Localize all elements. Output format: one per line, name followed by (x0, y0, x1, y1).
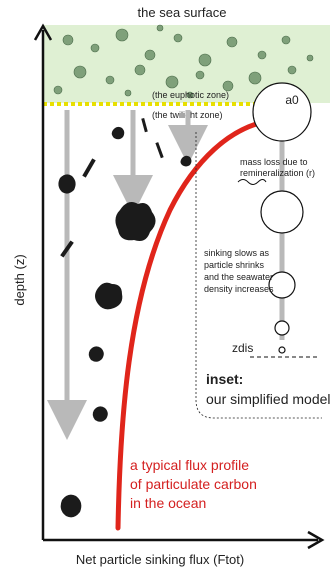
particle-smaller (268, 271, 296, 299)
sea-surface-label: the sea surface (138, 5, 227, 20)
flux-profile-curve (115, 118, 271, 531)
particle-smallest (278, 346, 286, 354)
sinking-label-2: particle shrinks (204, 260, 265, 270)
fecal-pellet (60, 240, 74, 258)
particle-small (274, 320, 290, 336)
a0-label: a0 (285, 93, 299, 107)
sinking-label-4: density increases (204, 284, 274, 294)
x-axis-label: Net particle sinking flux (Ftot) (76, 552, 244, 567)
mass-loss-label-1: mass loss due to (240, 157, 308, 167)
particle-shrinking (260, 190, 304, 234)
aggregate (88, 346, 104, 362)
aggregate (58, 174, 76, 194)
mass-loss-label-2: remineralization (r) (240, 168, 315, 178)
x-axis-arrowhead (307, 530, 325, 550)
inset-border (195, 132, 322, 419)
y-axis-label: depth (z) (12, 254, 27, 305)
aggregate (111, 126, 125, 140)
inset-model: a0 mass loss due to remineralization (r)… (195, 82, 330, 419)
zdis-label: zdis (232, 341, 253, 355)
aggregate-deep (60, 494, 82, 518)
plankton-cells (53, 24, 314, 99)
sinking-label-1: sinking slows as (204, 248, 270, 258)
particle-initial (252, 82, 312, 142)
inset-subtitle: our simplified model (206, 391, 330, 407)
euphotic-zone-label: (the euphotic zone) (152, 90, 229, 100)
particle-aggregates (58, 117, 192, 518)
mass-loss-arrow (237, 179, 267, 185)
flux-caption-3: in the ocean (130, 495, 206, 511)
fecal-pellet (155, 142, 164, 159)
flux-caption-1: a typical flux profile (130, 457, 249, 473)
inset-title: inset: (206, 371, 243, 387)
flux-caption-2: of particulate carbon (130, 476, 257, 492)
large-aggregate (115, 202, 156, 241)
aggregate (180, 155, 192, 167)
sinking-arrows (47, 110, 208, 440)
axes (33, 23, 325, 550)
fecal-pellet (82, 158, 96, 178)
aggregate (92, 406, 108, 422)
fecal-pellet (141, 117, 148, 133)
sinking-label-3: and the seawater (204, 272, 273, 282)
y-axis-arrowhead (33, 23, 53, 41)
aggregate (95, 282, 123, 310)
